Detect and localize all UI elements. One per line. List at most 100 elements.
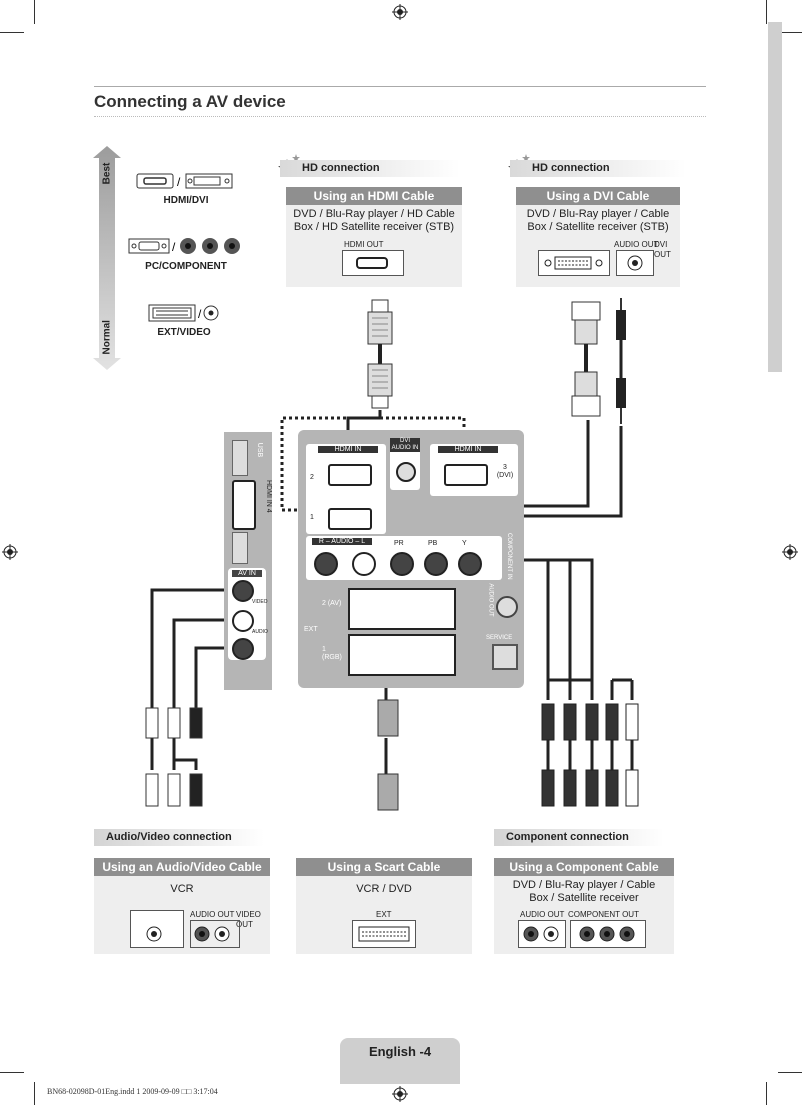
audio-in-label: R – AUDIO – L [312, 538, 372, 545]
dvi-out-label: DVI OUT [654, 240, 671, 259]
av-card-heading: Using an Audio/Video Cable [94, 858, 270, 876]
registration-mark-icon [392, 1086, 408, 1102]
dvi-out-port [538, 250, 610, 276]
component-connection-band: Component connection [494, 829, 664, 846]
component-in-label: COMPONENT IN [506, 533, 512, 580]
registration-mark-icon [782, 544, 798, 560]
crop-mark [778, 1072, 802, 1073]
hdmi-in-4-port[interactable] [232, 480, 256, 530]
hdmi-in-label: HDMI IN [318, 446, 378, 453]
ext-video-connector-icon: / [148, 304, 219, 322]
component-pr-jack[interactable] [390, 552, 414, 576]
av-audio-video-port-block [190, 920, 240, 948]
audio-out-label: AUDIO OUT [487, 583, 494, 617]
hdmi-card-devices: DVD / Blu-Ray player / HD Cable Box / HD… [293, 208, 455, 233]
dvi-card-devices: DVD / Blu-Ray player / Cable Box / Satel… [526, 208, 670, 233]
hd-connection-band: HD connection [510, 160, 686, 177]
page-title: Connecting a AV device [94, 92, 286, 111]
component-pb-jack[interactable] [424, 552, 448, 576]
hd-connection-band: HD connection [280, 160, 460, 177]
crop-mark [766, 1082, 767, 1105]
dvi-audio-out-label: AUDIO OUT [614, 240, 659, 249]
tv-rear-panel: HDMI IN 2 1 DVI AUDIO IN HDMI IN 3 (DVI)… [298, 430, 524, 688]
pc-component-connector-icon: / [128, 238, 240, 254]
usb-port-2 [232, 532, 248, 564]
svg-text:/: / [172, 240, 176, 254]
hdmi-dvi-connector-icon: / [136, 173, 233, 189]
component-card-devices: DVD / Blu-Ray player / Cable Box / Satel… [512, 879, 656, 904]
component-y-jack[interactable] [458, 552, 482, 576]
scart-cable-plugs-icon [377, 699, 399, 811]
hdmi-cable-icon [367, 299, 393, 409]
scart-source-card: Using a Scart Cable VCR / DVD EXT [296, 858, 472, 954]
audio-in-l-jack[interactable] [352, 552, 376, 576]
scart-ext-2-port[interactable] [348, 588, 456, 630]
dvi-audio-in-label: DVI AUDIO IN [390, 438, 420, 452]
pr-label: PR [394, 540, 404, 547]
ext-1-label: 1 (RGB) [322, 646, 342, 661]
hdmi-in-3-label: HDMI IN [438, 446, 498, 453]
title-rule [94, 86, 706, 87]
quality-scale-arrow [93, 146, 121, 370]
dvi-audio-in-jack[interactable] [396, 462, 416, 482]
video-jack[interactable] [232, 580, 254, 602]
hdmi-in-3-port[interactable] [444, 464, 488, 486]
component-card-heading: Using a Component Cable [494, 858, 674, 876]
y-label: Y [462, 540, 467, 547]
registration-mark-icon [2, 544, 18, 560]
component-audio-out-port [518, 920, 566, 948]
scart-card-devices: VCR / DVD [356, 883, 412, 895]
component-source-card: Using a Component Cable DVD / Blu-Ray pl… [494, 858, 674, 954]
scart-ext-port [352, 920, 416, 948]
audio-r-jack[interactable] [232, 638, 254, 660]
page-number-tab: English -4 [340, 1038, 460, 1084]
pb-label: PB [428, 540, 438, 547]
hdmi-out-port [342, 250, 404, 276]
title-divider [94, 116, 706, 117]
audio-cable-icon [616, 298, 626, 424]
audio-in-r-jack[interactable] [314, 552, 338, 576]
audio-jack-icon [627, 255, 643, 271]
audio-l-jack[interactable] [232, 610, 254, 632]
hdmi-in-1-port[interactable] [328, 508, 372, 530]
crop-mark [34, 0, 35, 24]
component-cable-plugs-icon [541, 703, 639, 807]
crop-mark [778, 32, 802, 33]
scart-port-icon [358, 926, 410, 942]
service-port[interactable] [492, 644, 518, 670]
hdmi-port-1-label: 1 [310, 514, 314, 521]
av-cable-plugs-icon [145, 707, 203, 807]
scart-ext-1-port[interactable] [348, 634, 456, 676]
av-in-label: AV IN [232, 570, 262, 577]
crop-mark [34, 1082, 35, 1105]
ext-2-label: 2 (AV) [322, 600, 342, 607]
service-label: SERVICE [486, 635, 513, 641]
dvi-source-card: Using a DVI Cable DVD / Blu-Ray player /… [516, 187, 680, 287]
component-out-port [570, 920, 646, 948]
video-label: VIDEO [252, 599, 268, 605]
audio-jacks-icon [523, 926, 559, 942]
audio-out-jack[interactable] [496, 596, 518, 618]
av-audio-out-label: AUDIO OUT [190, 910, 235, 919]
print-file-info: BN68-02098D-01Eng.indd 1 2009-09-09 □□ 3… [47, 1087, 218, 1096]
usb-label: USB [256, 442, 264, 458]
ext-label: EXT [304, 626, 318, 633]
dvi-audio-out-port [616, 250, 654, 276]
hdmi-port-2-label: 2 [310, 474, 314, 481]
hdmi-in-3-dvi-label: 3 (DVI) [496, 464, 514, 479]
registration-mark-icon [392, 4, 408, 20]
av-connection-band: Audio/Video connection [94, 829, 264, 846]
page-edge-tab [768, 22, 782, 372]
hdmi-in-4-label: HDMI IN 4 [265, 480, 272, 513]
component-jacks-icon [579, 926, 635, 942]
hdmi-dvi-label: HDMI/DVI [163, 195, 209, 206]
hdmi-card-heading: Using an HDMI Cable [286, 187, 462, 205]
hdmi-out-port-label: HDMI OUT [344, 240, 384, 249]
crop-mark [0, 32, 24, 33]
hdmi-in-2-port[interactable] [328, 464, 372, 486]
svg-text:/: / [177, 175, 181, 189]
av-in-block: AV IN VIDEO AUDIO [228, 568, 268, 660]
svg-text:/: / [198, 307, 202, 321]
component-out-label: COMPONENT OUT [568, 910, 639, 919]
scart-card-heading: Using a Scart Cable [296, 858, 472, 876]
